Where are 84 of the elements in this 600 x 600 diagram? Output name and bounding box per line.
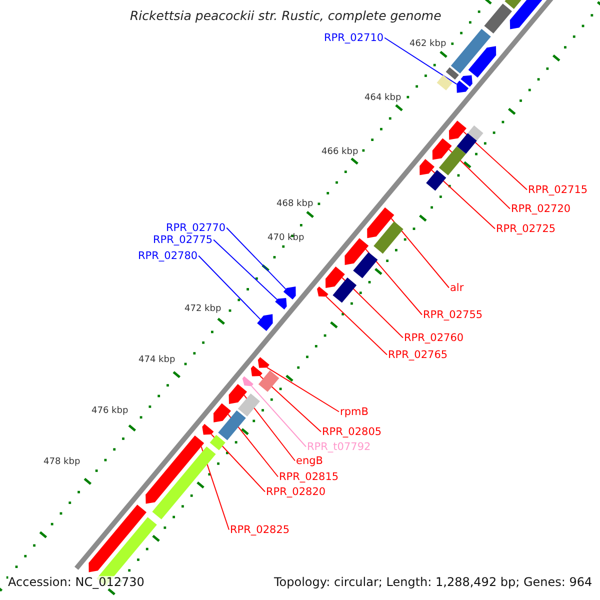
gene-segment bbox=[202, 424, 214, 435]
scale-label: 478 kbp bbox=[44, 458, 80, 466]
gene-segment bbox=[242, 376, 254, 386]
feature-block bbox=[426, 170, 446, 191]
leader-line bbox=[266, 367, 340, 412]
leader-line bbox=[326, 296, 388, 356]
gene-segment bbox=[344, 238, 369, 265]
gene-segment bbox=[146, 436, 204, 504]
leader-line bbox=[463, 131, 528, 190]
gene-label: RPR_02715 bbox=[528, 184, 588, 195]
gene-label: RPR_02770 bbox=[166, 222, 226, 233]
accession-text: Accession: NC_012730 bbox=[8, 576, 144, 588]
scale-label: 474 kbp bbox=[138, 356, 176, 364]
gene-segment bbox=[326, 266, 345, 288]
leader-line bbox=[213, 239, 278, 300]
gene-label: RPR_02765 bbox=[388, 350, 448, 360]
gene-label: alr bbox=[450, 282, 464, 293]
feature-block bbox=[450, 28, 491, 74]
feature-block bbox=[484, 4, 512, 34]
gene-label: RPR_02780 bbox=[138, 250, 198, 261]
feature-block bbox=[374, 221, 404, 254]
gene-segment bbox=[283, 286, 296, 300]
feature-block bbox=[258, 370, 280, 392]
gene-segment bbox=[432, 138, 452, 160]
title: Rickettsia peacockii str. Rustic, complete genome bbox=[130, 10, 442, 22]
scale-label: 472 kbp bbox=[184, 304, 222, 314]
scale-label: 468 kbp bbox=[276, 200, 314, 208]
gene-label: RPR_02720 bbox=[511, 204, 571, 214]
gene-label: RPR_02775 bbox=[153, 234, 213, 245]
scale-label: 476 kbp bbox=[92, 406, 128, 416]
leader-line bbox=[228, 414, 278, 478]
gene-segment bbox=[258, 357, 270, 368]
leader-line bbox=[210, 434, 266, 492]
gene-label: RPR_02710 bbox=[324, 32, 384, 43]
leader-line bbox=[226, 227, 286, 290]
gene-label: RPR_02820 bbox=[266, 486, 326, 497]
feature-block bbox=[210, 434, 226, 450]
leader-line bbox=[342, 277, 404, 338]
leader-line bbox=[260, 376, 322, 432]
gene-segment bbox=[228, 384, 247, 404]
gene-label: RPR_02755 bbox=[423, 310, 483, 320]
leader-line bbox=[365, 248, 422, 316]
feature-block bbox=[152, 446, 216, 520]
gene-segment bbox=[468, 46, 496, 78]
feature-block bbox=[438, 146, 466, 176]
genome-info-text: Topology: circular; Length: 1,288,492 bp; Genes: 964 bbox=[274, 576, 592, 588]
feature-block bbox=[436, 75, 452, 90]
gene-segment bbox=[317, 286, 328, 297]
feature-block bbox=[468, 125, 484, 141]
scale-label: 470 kbp bbox=[268, 234, 304, 242]
leader-line bbox=[251, 386, 306, 448]
gene-segment bbox=[456, 80, 469, 93]
gene-segment bbox=[214, 403, 231, 422]
scale-label: 462 kbp bbox=[410, 40, 446, 48]
gene-segment bbox=[420, 159, 434, 176]
gene-segment bbox=[88, 504, 146, 572]
gene-segment bbox=[460, 75, 472, 87]
leader-line bbox=[244, 394, 296, 462]
gene-segment bbox=[257, 314, 273, 331]
gene-label: RPR_02815 bbox=[279, 472, 339, 482]
gene-label: RPR_t07792 bbox=[307, 442, 371, 452]
gene-label: RPR_02725 bbox=[496, 224, 556, 234]
feature-block bbox=[218, 410, 246, 440]
feature-block bbox=[446, 67, 459, 80]
leader-line bbox=[198, 255, 261, 320]
feature-block bbox=[456, 133, 477, 154]
gene-segment bbox=[275, 298, 287, 310]
gene-segment bbox=[250, 366, 262, 376]
leader-line bbox=[448, 148, 510, 210]
gene-label: RPR_02805 bbox=[322, 426, 382, 437]
gene-label: engB bbox=[296, 456, 323, 466]
gene-segment bbox=[367, 207, 394, 238]
gene-label: RPR_02825 bbox=[230, 524, 290, 535]
feature-block bbox=[353, 252, 378, 278]
feature-block bbox=[238, 394, 260, 416]
leader-line bbox=[384, 37, 458, 85]
gene-label: RPR_02760 bbox=[404, 332, 464, 343]
scale-label: 464 kbp bbox=[364, 94, 402, 102]
gene-segment bbox=[449, 120, 466, 140]
scale-label: 466 kbp bbox=[322, 148, 358, 156]
feature-block bbox=[332, 278, 357, 303]
gene-label: rpmB bbox=[340, 406, 368, 417]
leader-line bbox=[390, 218, 450, 288]
leader-line bbox=[431, 170, 496, 230]
